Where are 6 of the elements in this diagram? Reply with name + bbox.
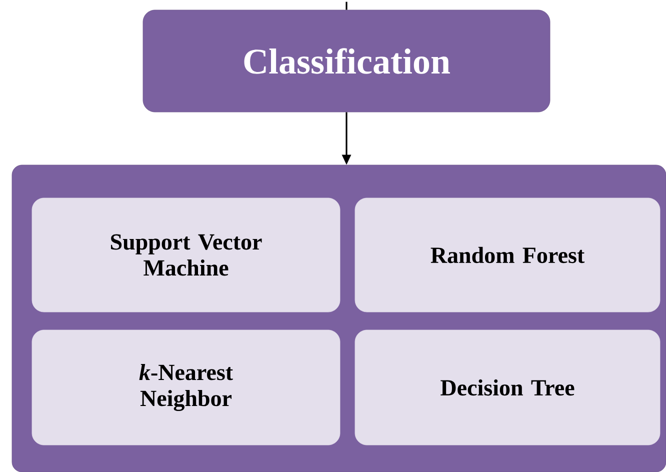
line (346, 2, 348, 10)
method-box: Support Vector Machine (32, 198, 340, 312)
method-box: Random Forest (354, 198, 660, 312)
method-box: Decision Tree (354, 330, 660, 446)
heading-box: Classification (142, 10, 550, 112)
method-box: k-Nearest Neighbor (32, 330, 340, 446)
